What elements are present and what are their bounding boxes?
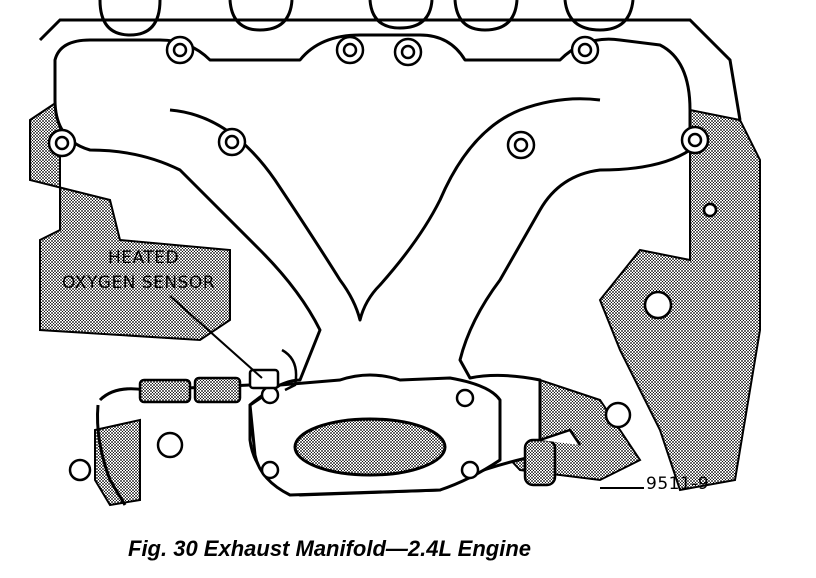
flange-opening [293, 417, 447, 477]
electrical-connector [523, 428, 582, 487]
callout-label-line1: HEATED [108, 248, 180, 268]
valve-cover-ribs [38, 0, 742, 121]
part-number: 9511-9 [646, 474, 710, 494]
bolts [47, 35, 718, 482]
callout-leader-line [169, 295, 263, 379]
callout-label-line2: OXYGEN SENSOR [62, 273, 216, 293]
figure-caption: Fig. 30 Exhaust Manifold—2.4L Engine [128, 536, 531, 561]
